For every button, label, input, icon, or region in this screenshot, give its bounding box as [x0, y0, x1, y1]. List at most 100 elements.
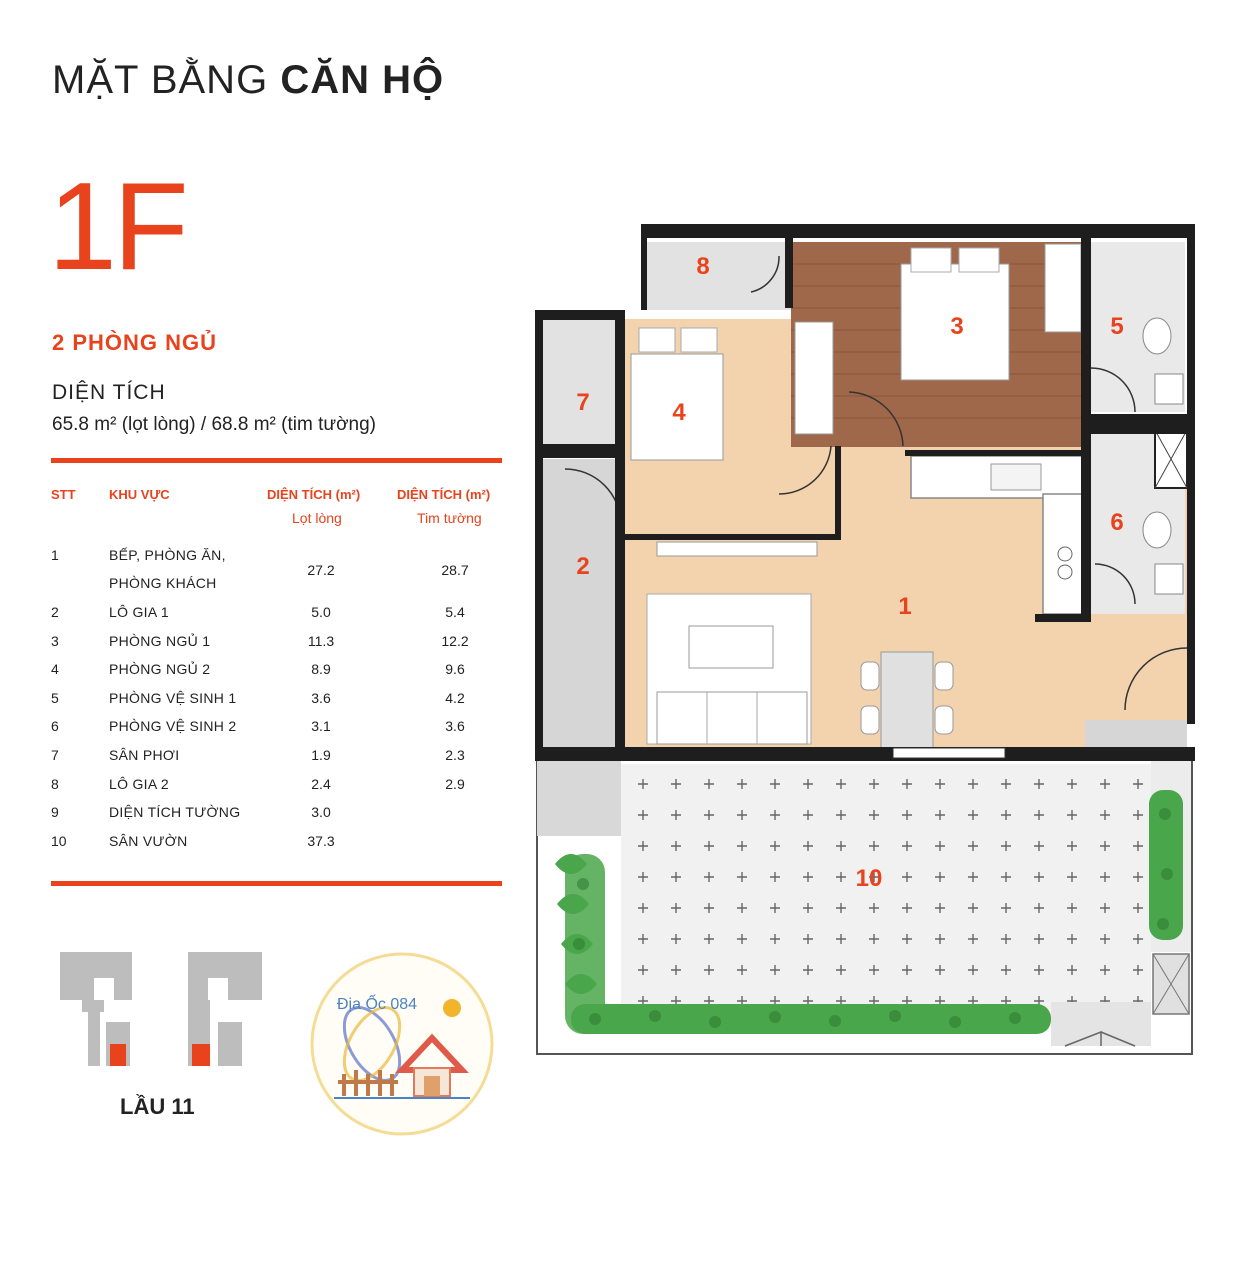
- room-number-5: 5: [1110, 313, 1123, 340]
- tile-mark: [1100, 810, 1110, 820]
- cell-area-name: BẾP, PHÒNG ĂN,PHÒNG KHÁCH: [109, 547, 226, 591]
- tile-mark: [803, 779, 813, 789]
- tile-mark: [1001, 810, 1011, 820]
- tile-mark: [1100, 965, 1110, 975]
- tile-mark: [737, 934, 747, 944]
- cell-area-name-line: DIỆN TÍCH TƯỜNG: [109, 804, 241, 821]
- tile-mark: [638, 810, 648, 820]
- cell-area-net: 8.9: [311, 661, 331, 678]
- walls: [535, 224, 1195, 761]
- page-title-light: MẶT BẰNG: [52, 58, 269, 102]
- tv-console: [656, 541, 818, 557]
- cell-area-gross: 4.2: [445, 689, 465, 706]
- tile-mark: [1001, 872, 1011, 882]
- tile-mark: [836, 965, 846, 975]
- tile-mark: [638, 779, 648, 789]
- tile-mark: [1133, 872, 1143, 882]
- room-number-4: 4: [672, 399, 686, 426]
- cell-area-net: 37.3: [307, 832, 335, 849]
- tile-mark: [1034, 934, 1044, 944]
- room-8-loggia: [645, 242, 791, 310]
- tile-mark: [803, 810, 813, 820]
- tile-mark: [1100, 903, 1110, 913]
- tile-mark: [902, 965, 912, 975]
- unit-code: 1F: [48, 158, 189, 296]
- cell-area-name-line: PHÒNG VỆ SINH 2: [109, 718, 237, 735]
- tile-mark: [902, 903, 912, 913]
- tile-mark: [1100, 779, 1110, 789]
- tile-mark: [737, 810, 747, 820]
- tile-mark: [902, 841, 912, 851]
- tile-mark: [1100, 872, 1110, 882]
- tile-mark: [770, 934, 780, 944]
- area-values: 65.8 m² (lọt lòng) / 68.8 m² (tim tường): [52, 414, 376, 435]
- tile-mark: [1001, 965, 1011, 975]
- cell-area-name: LÔ GIA 2: [109, 776, 169, 792]
- tile-mark: [968, 903, 978, 913]
- tile-mark: [737, 872, 747, 882]
- bedroom-count: 2 PHÒNG NGỦ: [52, 330, 218, 355]
- tile-mark: [770, 903, 780, 913]
- key-plan-building-right: [188, 952, 262, 1066]
- cell-area-name-line: BẾP, PHÒNG ĂN,: [109, 547, 226, 563]
- tile-mark: [803, 903, 813, 913]
- cell-area-gross: 3.6: [445, 718, 465, 735]
- tile-mark: [935, 934, 945, 944]
- tile-mark: [902, 810, 912, 820]
- cell-stt: 4: [51, 661, 59, 678]
- cell-area-net: 27.2: [307, 562, 335, 578]
- key-plan-unit-right: [192, 1044, 210, 1066]
- wardrobe-master: [1044, 243, 1082, 333]
- header-lot-sub: Lọt lòng: [292, 510, 342, 526]
- cell-stt: 7: [51, 746, 59, 763]
- tile-mark: [1133, 965, 1143, 975]
- garden-corner-left: [537, 752, 621, 836]
- tile-mark: [638, 934, 648, 944]
- cell-area-name-line: SÂN PHƠI: [109, 746, 180, 763]
- garden-pattern: [638, 779, 1143, 1006]
- room-number-6: 6: [1110, 509, 1123, 536]
- tile-mark: [770, 872, 780, 882]
- tile-mark: [1001, 903, 1011, 913]
- tile-mark: [770, 841, 780, 851]
- tile-mark: [968, 810, 978, 820]
- tile-mark: [803, 965, 813, 975]
- tile-mark: [704, 810, 714, 820]
- cell-area-net: 1.9: [311, 746, 331, 763]
- cell-area-net: 3.1: [311, 718, 331, 735]
- cell-stt: 3: [51, 632, 59, 649]
- tile-mark: [704, 841, 714, 851]
- coffee-table: [688, 625, 774, 669]
- tile-mark: [1067, 903, 1077, 913]
- ac-ledge: [1085, 720, 1187, 750]
- divider-top: [51, 458, 502, 463]
- cell-area-gross: 28.7: [441, 562, 469, 578]
- tile-mark: [935, 872, 945, 882]
- cell-area-name: PHÒNG NGỦ 1: [109, 633, 210, 649]
- tile-mark: [902, 872, 912, 882]
- tile-mark: [1001, 841, 1011, 851]
- tile-mark: [935, 841, 945, 851]
- tile-mark: [704, 965, 714, 975]
- tile-mark: [1001, 779, 1011, 789]
- tile-mark: [968, 934, 978, 944]
- door-swings: [564, 255, 1188, 711]
- cell-area-gross: 9.6: [445, 661, 465, 678]
- cell-area-name: SÂN VƯỜN: [109, 833, 187, 849]
- tile-mark: [1067, 810, 1077, 820]
- tile-mark: [836, 903, 846, 913]
- tile-mark: [704, 934, 714, 944]
- tile-mark: [869, 841, 879, 851]
- tile-mark: [1067, 779, 1077, 789]
- table-header: STT KHU VỰC DIỆN TÍCH (m²) Lọt lòng DIỆN…: [51, 485, 506, 541]
- tile-mark: [671, 810, 681, 820]
- tile-mark: [638, 841, 648, 851]
